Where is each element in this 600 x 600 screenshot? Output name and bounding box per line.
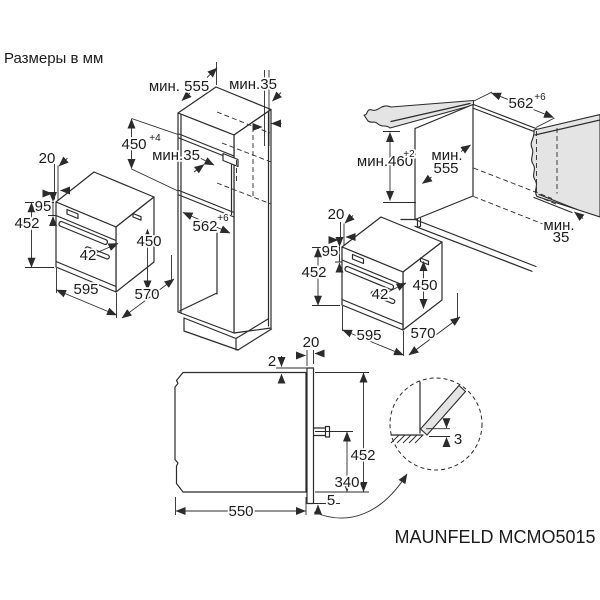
tall-cabinet-niche-width-tol: +6 [217,213,229,224]
side-view: 20 2 452 340 550 5 [174,332,377,522]
side-view-door-thickness-label: 20 [303,334,320,351]
detail-floor-hatching [390,434,424,444]
side-view-body [174,371,307,493]
tall-cabinet-dimension-lines [127,62,283,234]
oven-left-height-label: 452 [14,215,39,232]
oven-right: 20 95 452 42 450 595 570 [300,204,461,356]
detail-circle: 3 [313,377,483,519]
oven-left-door-label: 450 [136,233,161,250]
tall-cabinet-top-clearance-label: мин.35 [229,76,277,93]
oven-right-top-gap-label: 20 [328,206,345,223]
counter-panel-foot [416,217,422,229]
detail-reference-arrow [313,473,408,519]
model-name: MAUNFELD MCMO5015 [394,527,595,547]
counter-depth-label-line2: 555 [433,160,458,177]
units-note: Размеры в мм [4,50,103,67]
counter-hidden-lines [473,128,558,225]
oven-left-control-strip [55,214,117,242]
oven-left: 20 95 452 450 42 595 570 [13,148,175,319]
oven-left-door-line [55,260,117,288]
counter-dimension-lines [383,91,585,221]
counter-niche-height-tol: +2 [403,149,415,160]
tall-cabinet-vent-clearance-label: мин.35 [152,147,200,164]
oven-right-width-label: 595 [356,327,381,344]
oven-left-depth-label: 570 [134,286,159,303]
oven-left-display [66,208,79,220]
oven-left-panel-label: 95 [35,198,52,215]
oven-left-handle-label: 42 [80,247,97,264]
oven-right-height-label: 452 [301,264,326,281]
oven-right-handle-label: 42 [372,286,389,303]
oven-left-handle-end [84,246,110,260]
tall-cabinet-niche-width-label: 562 [192,218,217,235]
detail-gap-label: 3 [454,431,462,448]
side-view-bottom-gap-label: 5 [327,492,335,509]
oven-right-dimension-lines [312,213,461,356]
oven-left-top-gap-label: 20 [39,150,56,167]
counter-back-clearance-lines [533,193,578,214]
tall-cabinet-niche-height-tol: +4 [149,133,161,144]
counter-niche-width-label: 562 [508,95,533,112]
tall-cabinet-side-face [233,108,272,334]
detail-circle-outline [389,377,483,471]
oven-right-control-strip [341,259,404,286]
counter-niche-width-tol: +6 [534,92,546,103]
side-view-door [306,367,315,505]
counter-back-wall-edge [534,119,600,136]
oven-left-handle [58,220,109,246]
oven-right-handle [344,265,395,291]
tall-cabinet-niche-height-label: 450 [121,136,146,153]
oven-left-vent [132,212,142,221]
side-view-door-overhang-label: 2 [268,353,276,370]
tall-cabinet: мин. 555 мин.35 450 +4 мин.35 562 +6 [120,62,283,351]
side-view-handle [312,425,331,438]
counter-back-clearance-line1: мин. [543,217,574,234]
oven-right-depth-label: 570 [410,325,435,342]
detail-open-door [419,384,467,436]
tall-cabinet-vent-slot [222,152,239,168]
counter-depth-label-line1: мин. [431,147,462,164]
counter-back-clearance-line2: 35 [553,229,570,246]
oven-left-width-label: 595 [73,281,98,298]
tall-cabinet-base [178,230,273,351]
counter-back-wall [530,113,600,218]
side-view-mount-height-label: 340 [334,474,359,491]
side-view-depth-label: 550 [228,503,253,520]
detail-dimension-lines [426,418,451,447]
counter-floor-edges [400,218,537,272]
tall-cabinet-hidden-lines [216,111,272,205]
oven-right-door-label: 450 [412,277,437,294]
side-view-height-label: 452 [350,447,375,464]
counter-niche-height-label: мин.460 [357,153,413,170]
counter-side-panel [414,103,474,221]
counter-cabinet: 562 +6 мин.460 +2 мин. 555 мин. 35 [355,90,600,272]
oven-left-dimension-lines [25,156,175,319]
oven-right-handle-end [370,290,396,305]
tall-cabinet-depth-label: мин. 555 [149,78,209,95]
tall-cabinet-edge-lines [180,111,270,327]
oven-right-panel-label: 95 [322,243,339,260]
side-view-dimension-lines [175,349,369,515]
oven-right-display [351,253,365,265]
oven-right-door-line [341,298,404,326]
worktop-slab-edge [390,102,471,123]
